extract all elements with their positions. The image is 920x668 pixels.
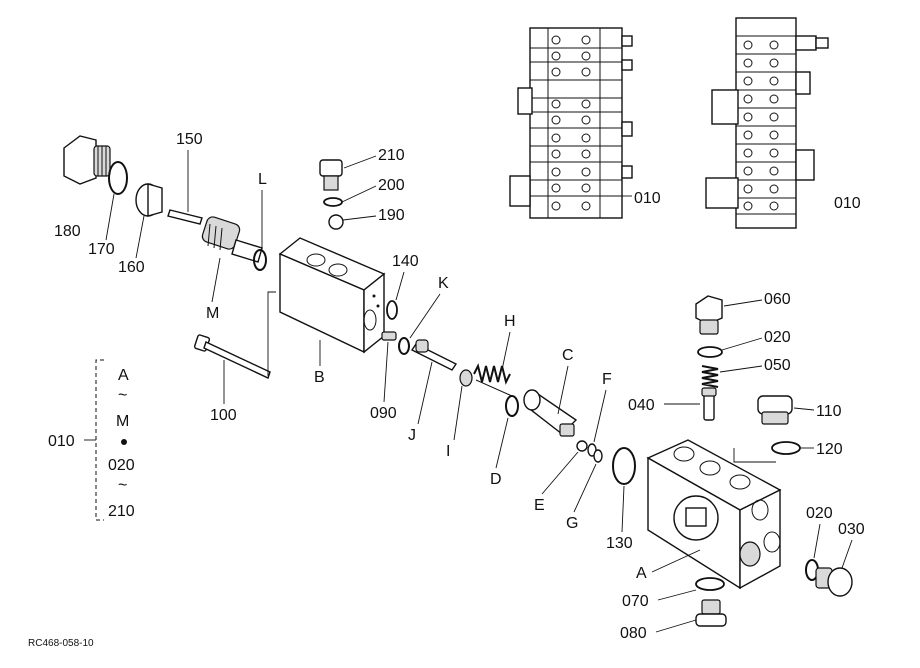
legend-bullet [121,439,127,445]
label-K: K [438,275,449,292]
label-020-bottom: 020 [806,505,833,522]
label-D: D [490,471,502,488]
label-060: 060 [764,291,791,308]
label-030: 030 [838,521,865,538]
bolt-100 [193,334,271,379]
label-G: G [566,515,578,532]
legend-line-3: M [116,413,129,430]
sleeve-C [523,389,578,437]
plug-180 [63,135,111,185]
label-F: F [602,371,612,388]
label-170: 170 [88,241,115,258]
group-legend: 010 A ~ M 020 ~ 210 [48,359,135,521]
label-M: M [206,305,219,322]
legend-line-6: 210 [108,503,135,520]
label-050: 050 [764,357,791,374]
label-190: 190 [378,207,405,224]
poppet-J [410,339,458,371]
oring-020-top [697,346,723,358]
washer-K [398,337,410,355]
spool-M [201,216,263,263]
plug-060 [695,295,723,335]
label-100: 100 [210,407,237,424]
label-110: 110 [816,403,842,420]
label-090: 090 [370,405,397,422]
pin-090 [381,331,397,341]
pin-150 [167,209,203,225]
legend-line-1: A [118,367,129,384]
cap-160 [135,183,163,217]
oring-130 [612,447,636,485]
oring-D [505,395,519,417]
legend-line-5: ~ [118,477,127,494]
oring-140 [386,300,398,320]
label-I: I [446,443,450,460]
plug-110 [757,395,793,425]
label-210: 210 [378,147,405,164]
label-120: 120 [816,441,843,458]
legend-group-010: 010 [48,433,75,450]
label-200: 200 [378,177,405,194]
oring-170 [108,161,128,195]
valve-stack-view-right [705,17,829,229]
seat-I [459,369,473,387]
valve-stack-view-left [509,27,633,219]
label-040: 040 [628,397,655,414]
poppet-040 [701,387,717,421]
valve-block-B [278,237,386,354]
label-080: 080 [620,625,647,642]
legend-line-4: 020 [108,457,135,474]
label-160: 160 [118,259,145,276]
ball-190 [328,214,344,230]
label-180: 180 [54,223,81,240]
label-020-top: 020 [764,329,791,346]
plug-030 [815,567,853,597]
label-140: 140 [392,253,419,270]
spring-H [473,363,513,397]
label-L: L [258,171,267,188]
ring-G [593,449,603,463]
ring-E [576,440,588,452]
label-010-top-right: 010 [834,195,861,212]
oring-L [253,249,267,271]
label-C: C [562,347,574,364]
oring-070 [695,577,725,591]
label-130: 130 [606,535,633,552]
label-070: 070 [622,593,649,610]
legend-line-2: ~ [118,387,127,404]
label-010-top-left: 010 [634,190,661,207]
label-150: 150 [176,131,203,148]
valve-housing-A [646,439,782,590]
oring-120 [771,441,801,455]
spring-050 [701,365,719,388]
reference-code: RC468-058-10 [28,638,94,649]
label-H: H [504,313,516,330]
label-E: E [534,497,545,514]
label-J: J [408,427,416,444]
plug-080 [695,599,727,627]
label-A: A [636,565,647,582]
oring-200 [323,197,343,207]
label-B: B [314,369,325,386]
plug-210 [319,159,343,191]
